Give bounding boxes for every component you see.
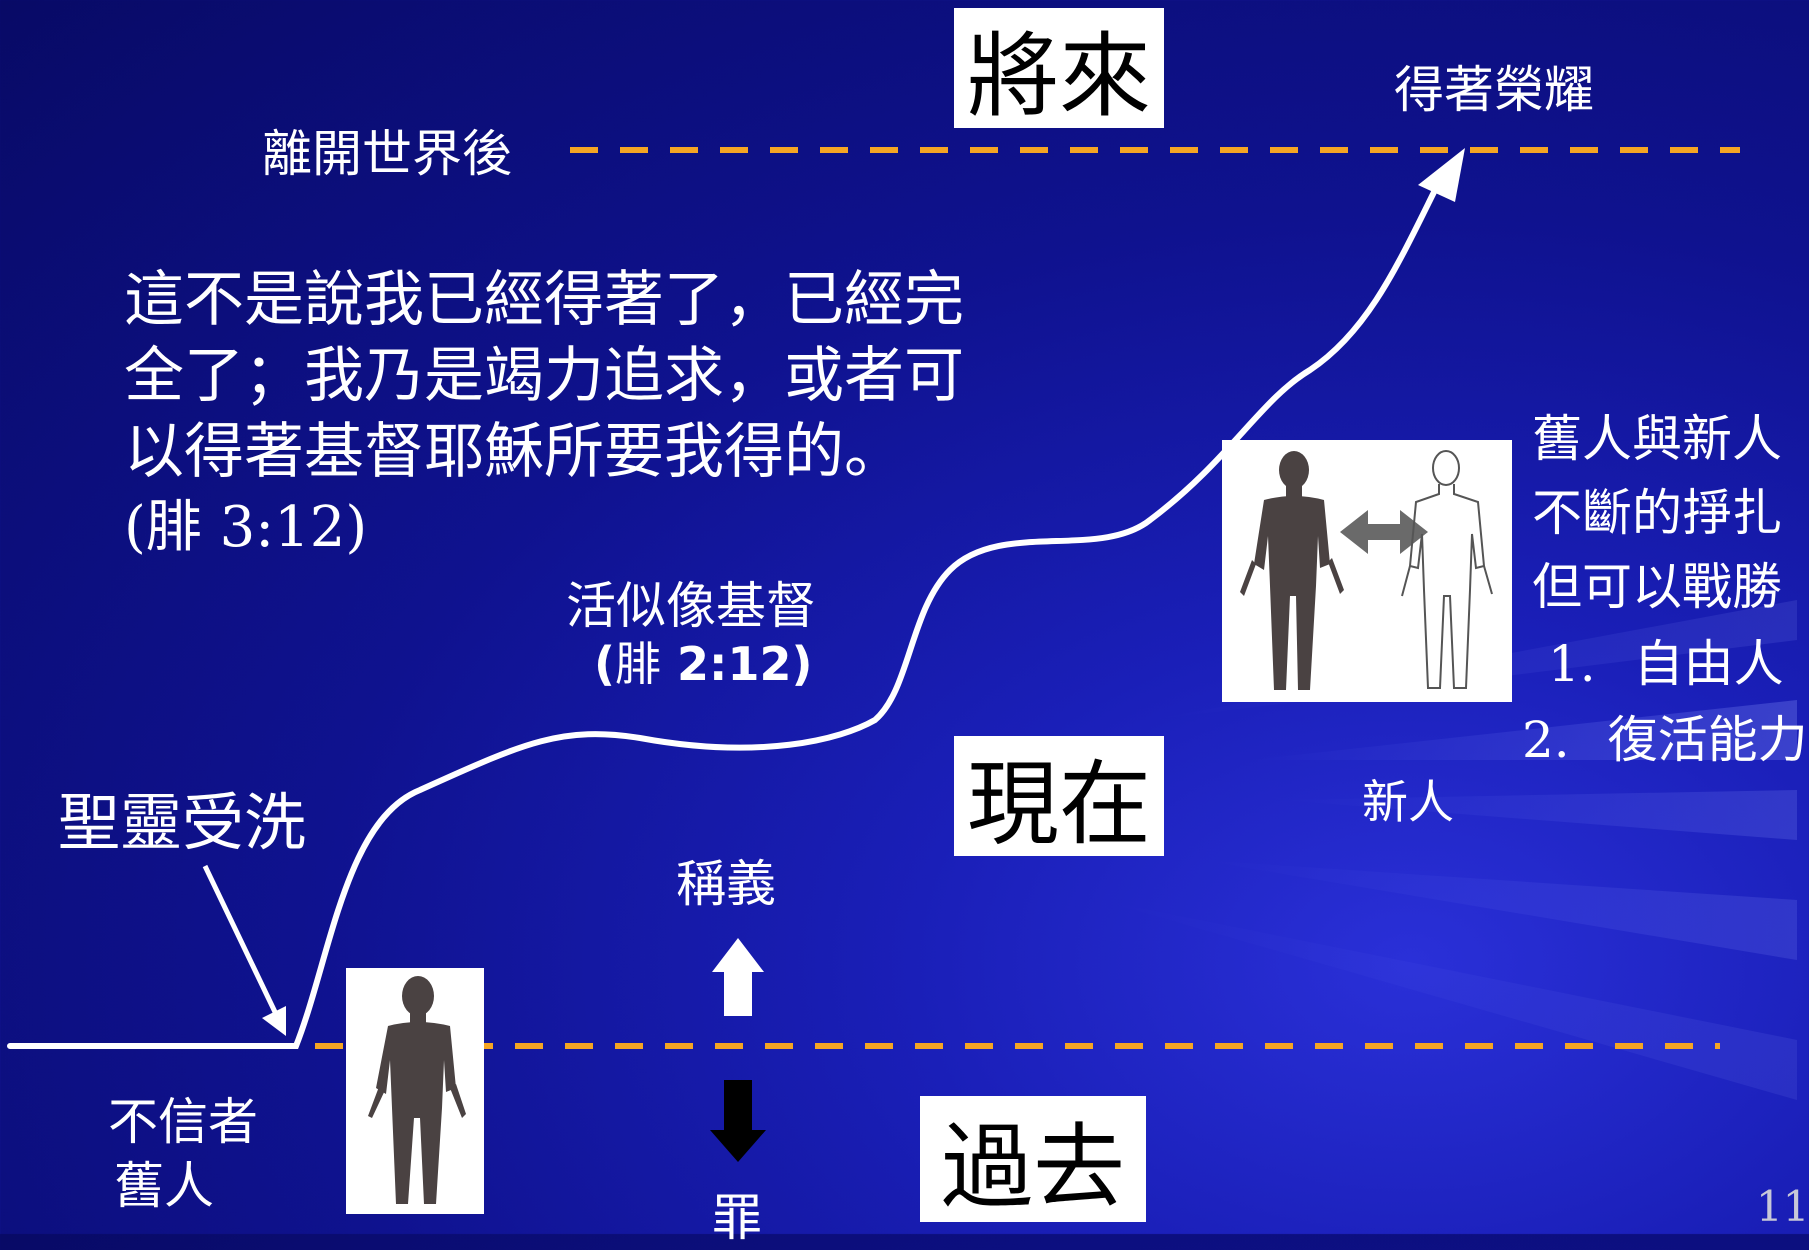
future-label-box: 將來 [954, 8, 1164, 130]
quote-block: 這不是說我已經得著了，已經完 全了；我乃是竭力追求，或者可 以得著基督耶穌所要我… [124, 262, 964, 566]
christlike-reference-open: ( [594, 637, 616, 691]
justification-label: 稱義 [676, 855, 776, 913]
quote-reference: (腓 3:12) [124, 495, 368, 560]
struggle-line-3: 但可以戰勝 [1532, 558, 1782, 616]
christlike-label: 活似像基督 [566, 577, 816, 635]
christlike-reference-book: 腓 [615, 637, 662, 691]
growth-curve [7, 177, 1443, 1049]
old-man-label: 舊人 [114, 1157, 214, 1215]
past-label-box: 過去 [920, 1096, 1146, 1222]
struggle-items: 1. 自由人 2. 復活能力 [1522, 626, 1808, 778]
unbeliever-label: 不信者 [108, 1093, 258, 1151]
old-vs-new-figures [1222, 440, 1512, 702]
double-arrow-icon [1340, 510, 1428, 554]
struggle-block: 舊人與新人 不斷的掙扎 但可以戰勝 [1532, 402, 1782, 624]
christlike-reference-verse: 2:12) [661, 637, 813, 691]
page-number: 11 [1756, 1182, 1809, 1231]
struggle-item-text: 自由人 [1633, 635, 1784, 693]
quote-line-3: 以得著基督耶穌所要我得的。 [124, 417, 904, 487]
old-man-figure [346, 968, 484, 1214]
quote-line-1: 這不是說我已經得著了，已經完 [124, 265, 964, 335]
after-leaving-world-label: 離開世界後 [262, 125, 512, 183]
glory-label: 得著榮耀 [1394, 61, 1594, 119]
struggle-item: 1. 自由人 [1522, 626, 1808, 702]
outline-human-silhouette-icon [1401, 450, 1493, 689]
christlike-reference: (腓 2:12) [594, 628, 813, 694]
present-label: 現在 [966, 750, 1151, 858]
new-man-label: 新人 [1362, 775, 1454, 829]
struggle-item: 2. 復活能力 [1522, 702, 1808, 778]
struggle-item-text: 復活能力 [1607, 711, 1808, 769]
struggle-line-2: 不斷的掙扎 [1532, 484, 1782, 542]
baptism-pointer-arrowhead-icon [262, 1006, 286, 1036]
dark-human-silhouette-icon [1240, 451, 1344, 690]
struggle-item-number: 2. [1522, 711, 1570, 769]
present-label-box: 現在 [954, 736, 1164, 858]
baptism-label: 聖靈受洗 [58, 786, 307, 859]
sin-label: 罪 [712, 1189, 762, 1247]
past-label: 過去 [940, 1113, 1125, 1221]
curve-arrowhead-icon [1418, 148, 1465, 202]
future-label: 將來 [966, 22, 1151, 130]
quote-line-2: 全了；我乃是竭力追求，或者可 [124, 341, 964, 411]
struggle-line-1: 舊人與新人 [1532, 410, 1782, 468]
struggle-item-number: 1. [1548, 635, 1596, 693]
old-new-silhouettes [1240, 450, 1493, 690]
up-arrow-icon [712, 938, 764, 1016]
dark-human-silhouette-icon [368, 976, 466, 1204]
baptism-pointer [202, 864, 278, 1014]
down-arrow-icon [710, 1080, 766, 1162]
